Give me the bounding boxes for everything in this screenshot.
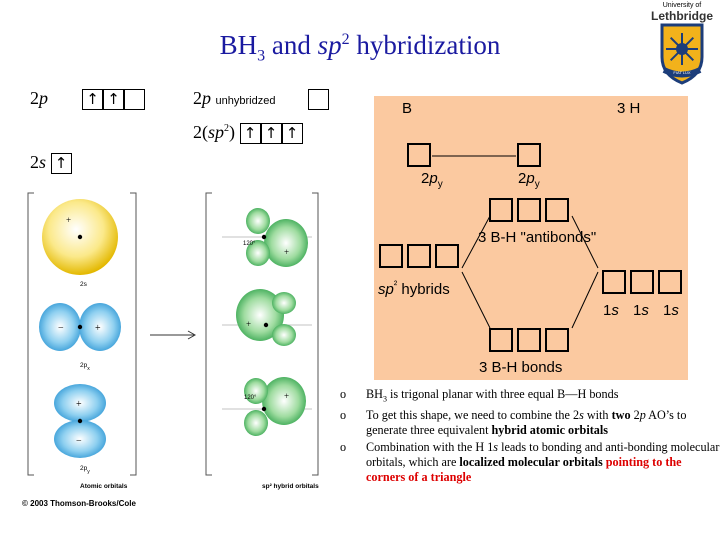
mo-h-1s-label: 1s	[663, 302, 679, 319]
orbital-2px: − +	[39, 303, 121, 351]
bullet-item: o BH3 is trigonal planar with three equa…	[340, 387, 619, 404]
svg-text:+: +	[246, 319, 251, 329]
mo-h-1s-box	[602, 270, 626, 294]
mo-h-2py-box	[517, 143, 541, 167]
mo-sp2-hybrids-label: sp² hybrids	[378, 280, 450, 298]
svg-text:+: +	[95, 323, 101, 334]
angle-label: 120°	[243, 241, 256, 247]
config-2p-unhybridized: 2p unhybridzed	[193, 88, 330, 111]
bullet-item: o To get this shape, we need to combine …	[340, 408, 687, 438]
caption-hybrid-orbitals: sp² hybrid orbitals	[262, 483, 319, 490]
mo-bond-box	[489, 328, 513, 352]
config-sp2: 2(sp2) ↑↑↑	[193, 122, 303, 145]
university-logo: University of Lethbridge FIAT LUX	[644, 2, 720, 92]
mo-b-2py-label: 2py	[421, 170, 443, 190]
svg-text:+: +	[66, 215, 71, 225]
mo-antibond-box	[489, 198, 513, 222]
mo-bond-box	[517, 328, 541, 352]
caption-atomic-orbitals: Atomic orbitals	[80, 483, 128, 490]
mo-antibond-box	[517, 198, 541, 222]
bullet-item: o Combination with the H 1s leads to bon…	[340, 440, 720, 485]
mo-h-2py-label: 2py	[518, 170, 540, 190]
svg-text:FIAT LUX: FIAT LUX	[673, 70, 691, 75]
shield-icon: FIAT LUX	[660, 23, 704, 85]
sp2-hybrid-orbital-1: 120° +	[222, 208, 312, 267]
svg-text:+: +	[284, 247, 289, 257]
orbital-figure: + 2s − + 2px + − 2py Atomic orbitals 120…	[27, 192, 319, 490]
mo-antibond-box	[545, 198, 569, 222]
mo-b-label: B	[402, 100, 413, 117]
mo-h-1s-label: 1s	[603, 302, 619, 319]
svg-text:−: −	[58, 323, 64, 334]
orbital-box	[124, 89, 145, 111]
orbital-2py: + −	[54, 384, 106, 458]
sp2-hybrid-orbital-3: 120° +	[222, 377, 312, 436]
orbital-label-2s: 2s	[80, 281, 88, 288]
page-title: BH3 and sp2 hybridization	[219, 30, 501, 65]
sp2-hybrid-orbital-2: +	[222, 289, 312, 346]
orbital-label-2px: 2px	[80, 362, 90, 372]
svg-text:+: +	[284, 391, 289, 401]
orbital-label-2py: 2py	[80, 465, 90, 475]
mo-h-1s-box	[658, 270, 682, 294]
orbital-box: ↑	[260, 123, 282, 145]
orbital-box: ↑	[239, 123, 261, 145]
bullet-list: o BH3 is trigonal planar with three equa…	[340, 387, 720, 487]
orbital-box: ↑	[281, 123, 303, 145]
orbital-box: ↑	[103, 89, 124, 111]
orbital-box: ↑	[82, 89, 103, 111]
svg-text:+: +	[76, 399, 82, 410]
mo-diagram-lines	[432, 155, 599, 329]
mo-sp2-box	[379, 244, 403, 268]
mo-bonds-label: 3 B-H bonds	[479, 359, 563, 376]
svg-text:120°: 120°	[244, 395, 257, 401]
mo-antibonds-label: 3 B-H "antibonds"	[478, 229, 597, 246]
mo-sp2-box	[435, 244, 459, 268]
config-2s-ground: 2s ↑	[30, 152, 72, 175]
orbital-2s: +	[42, 199, 118, 275]
orbital-box	[308, 89, 330, 111]
mo-h-label: 3 H	[617, 100, 641, 117]
copyright: © 2003 Thomson-Brooks/Cole	[22, 499, 136, 508]
mo-bond-box	[545, 328, 569, 352]
mo-h-1s-box	[630, 270, 654, 294]
orbital-box: ↑	[50, 153, 72, 175]
mo-b-2py-box	[407, 143, 431, 167]
mo-h-1s-label: 1s	[633, 302, 649, 319]
svg-text:−: −	[76, 436, 82, 447]
config-2p-ground: 2p ↑↑	[30, 88, 145, 111]
mo-sp2-box	[407, 244, 431, 268]
